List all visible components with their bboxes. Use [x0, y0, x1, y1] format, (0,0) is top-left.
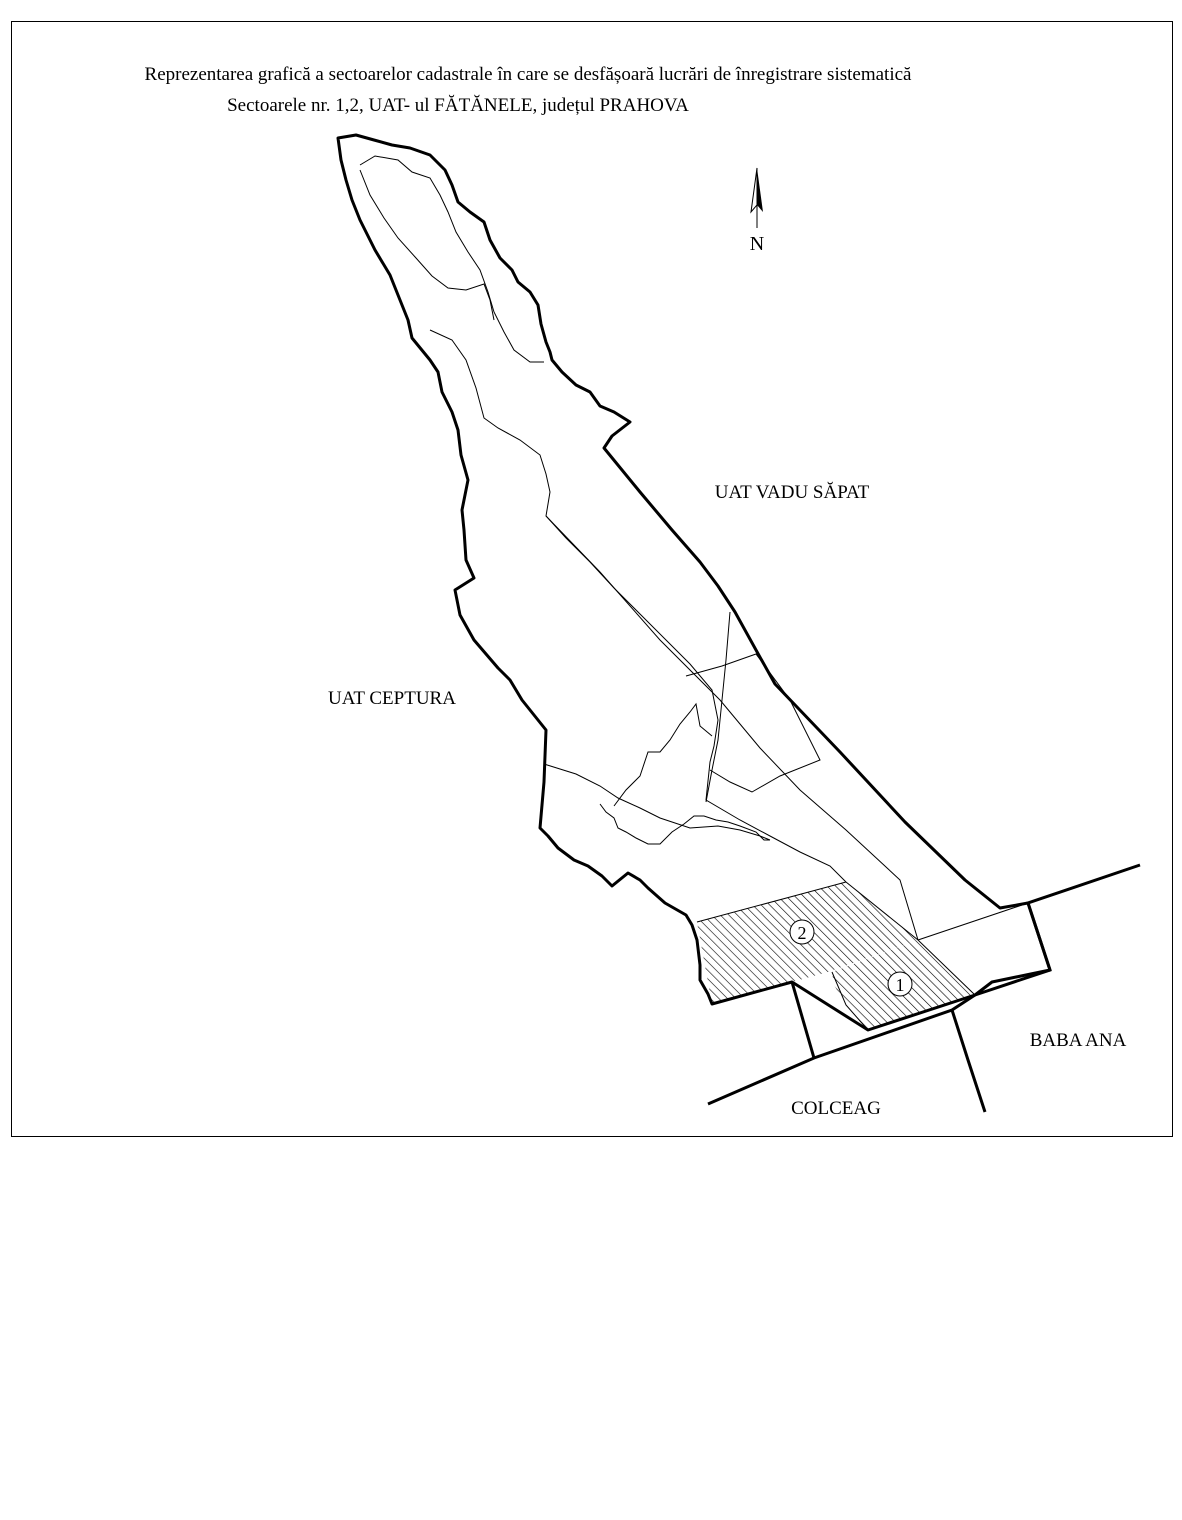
sector-2-marker: 2 [789, 919, 815, 945]
internal-boundaries [359, 155, 1029, 1031]
neighbour-boundaries [707, 863, 1141, 1113]
sector-1-marker: 1 [887, 971, 913, 997]
neighbour-label-ceptura: UAT CEPTURA [328, 688, 456, 709]
map-frame [11, 21, 1173, 1137]
north-arrow-label: N [750, 233, 764, 255]
sector-1-label: 1 [896, 975, 905, 995]
north-arrow-icon [750, 167, 763, 228]
neighbour-label-baba-ana: BABA ANA [1030, 1030, 1127, 1051]
sector-2-label: 2 [798, 923, 807, 943]
map-title-line1: Reprezentarea grafică a sectoarelor cada… [145, 64, 912, 85]
neighbour-label-vadu-sapat: UAT VADU SĂPAT [715, 482, 870, 503]
neighbour-label-colceag: COLCEAG [791, 1098, 881, 1119]
uat-boundary [336, 133, 1052, 1032]
map-title-line2: Sectoarele nr. 1,2, UAT- ul FĂTĂNELE, ju… [227, 95, 689, 116]
